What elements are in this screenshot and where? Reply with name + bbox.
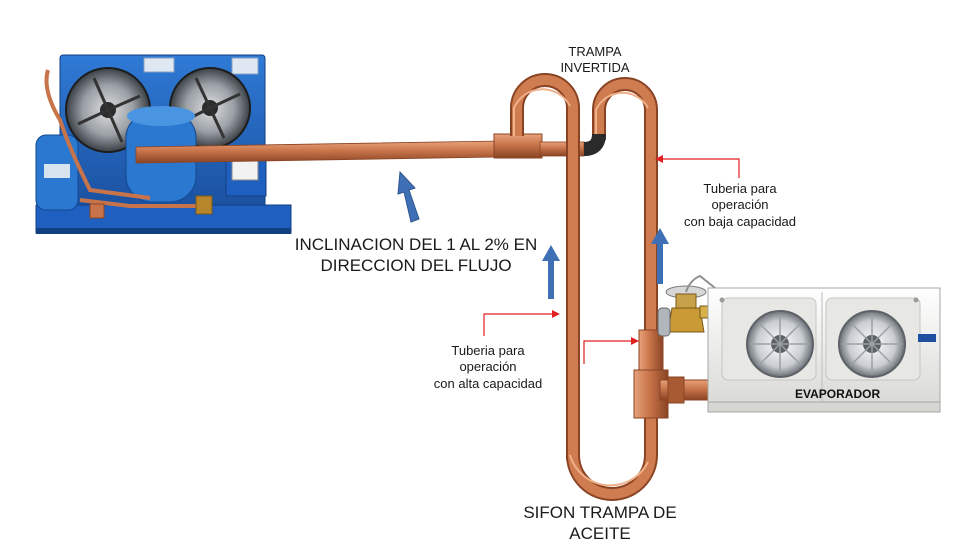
- callout-low-capacity: [655, 155, 740, 178]
- condensing-unit: [35, 54, 292, 234]
- high-capacity-label-line1: Tuberia para: [451, 343, 525, 358]
- inverted-trap-piping: [510, 73, 658, 501]
- high-capacity-label-line3: con alta capacidad: [433, 375, 543, 391]
- flow-arrow-icon: [397, 170, 420, 223]
- high-capacity-label-line2: operación: [459, 359, 517, 375]
- evaporator-fan-icon: [746, 310, 814, 378]
- flow-arrow-icon: [542, 245, 560, 299]
- oil-trap-label-line1: SIFON TRAMPA DE: [523, 503, 677, 522]
- low-capacity-label: Tuberia para operación con baja capacida…: [670, 181, 810, 230]
- expansion-valve: [657, 274, 731, 337]
- low-capacity-label-line2: operación: [711, 197, 769, 213]
- oil-trap-label: SIFON TRAMPA DE ACEITE: [500, 502, 700, 545]
- slope-label-line2: DIRECCION DEL FLUJO: [320, 256, 512, 276]
- evaporator-brand-badge: [918, 334, 936, 342]
- evaporator-unit: [707, 287, 941, 413]
- tee-fittings: [633, 329, 711, 419]
- slope-label: INCLINACION DEL 1 AL 2% EN DIRECCION DEL…: [286, 234, 546, 277]
- callout-high-capacity-2: [583, 337, 639, 364]
- inverted-trap-label-line2: INVERTIDA: [560, 60, 630, 76]
- callout-high-capacity: [483, 310, 560, 336]
- low-capacity-label-line1: Tuberia para: [703, 181, 777, 196]
- slope-label-line1: INCLINACION DEL 1 AL 2% EN: [294, 235, 538, 254]
- evaporator-label: EVAPORADOR: [795, 387, 881, 401]
- inverted-trap-label-line1: TRAMPA: [568, 44, 622, 59]
- high-capacity-label: Tuberia para operación con alta capacida…: [418, 343, 558, 392]
- oil-trap-label-line2: ACEITE: [569, 524, 631, 544]
- flow-arrow-icon: [651, 228, 669, 284]
- suction-line-horizontal: [135, 133, 585, 164]
- inverted-trap-label: TRAMPA INVERTIDA: [540, 44, 650, 77]
- evaporator-fan-icon: [838, 310, 906, 378]
- receiver-tank: [35, 134, 79, 211]
- low-capacity-label-line3: con baja capacidad: [683, 213, 797, 229]
